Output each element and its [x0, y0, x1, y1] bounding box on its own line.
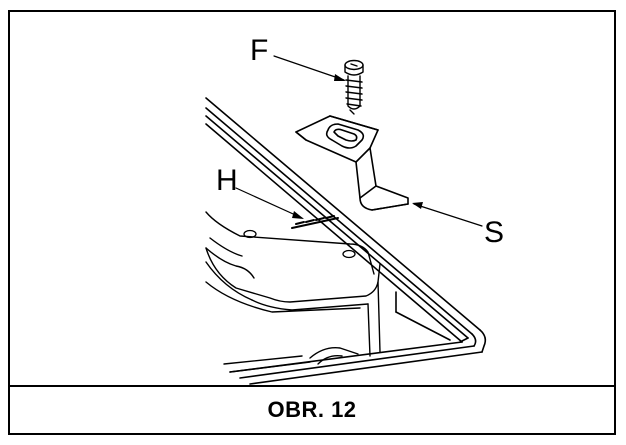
leader-line-h	[235, 187, 303, 219]
figure-frame: F H S OBR. 12	[8, 10, 616, 435]
leader-line-f	[273, 55, 345, 81]
figure-illustration: F H S	[10, 12, 614, 387]
bracket-s	[295, 115, 409, 211]
callout-h: H	[216, 164, 238, 197]
callout-s: S	[484, 216, 504, 249]
callout-f: F	[250, 34, 268, 67]
assembly-drawing: F H S	[205, 34, 504, 385]
arrowhead-h	[292, 211, 304, 219]
frame-rail	[205, 97, 481, 343]
housing-panel	[205, 211, 381, 373]
figure-caption: OBR. 12	[267, 397, 357, 422]
screw-hole	[243, 229, 356, 259]
screw-f	[344, 59, 364, 115]
arrowhead-s	[412, 202, 423, 209]
arrowhead-f	[334, 74, 346, 81]
leader-line-s	[413, 203, 483, 227]
vent-slots-h	[291, 215, 339, 229]
